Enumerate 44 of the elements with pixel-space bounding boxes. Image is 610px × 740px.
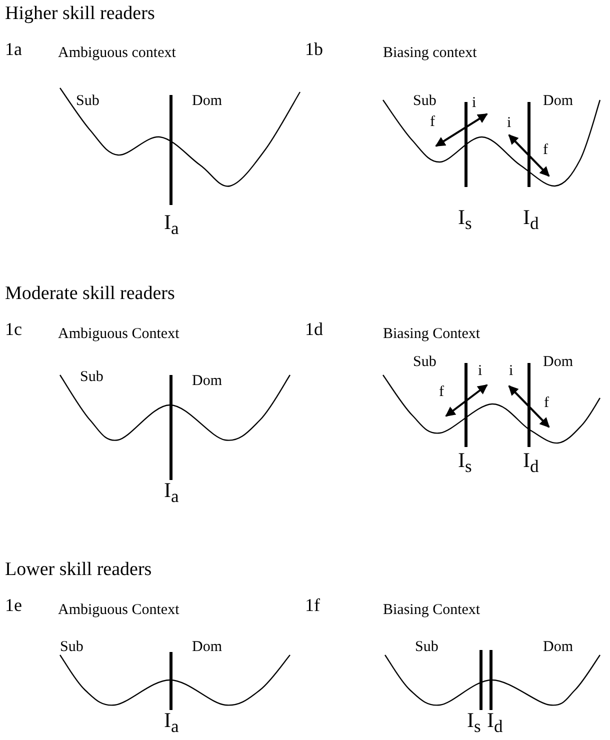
- panel-title: Biasing context: [383, 46, 477, 61]
- arrow-label: i: [478, 364, 482, 379]
- panel-title: Ambiguous Context: [58, 603, 180, 618]
- arrow-label: f: [543, 143, 548, 158]
- basin-label: Sub: [413, 94, 436, 109]
- basin-label: Dom: [192, 640, 222, 655]
- basin-label: Sub: [60, 640, 84, 655]
- panel-title: Biasing Context: [383, 603, 480, 618]
- basin-label: Sub: [80, 370, 104, 385]
- threshold-label: I$_{d}$: [487, 710, 503, 736]
- panel-number: 1e: [5, 596, 22, 614]
- basin-label: Sub: [413, 355, 436, 370]
- arrow-label: f: [439, 385, 444, 400]
- arrow-label: i: [472, 96, 476, 111]
- panel-title: Ambiguous context: [58, 46, 176, 61]
- threshold-label: I$_{s}$: [467, 710, 481, 736]
- threshold-label: I$_{d}$: [523, 450, 539, 476]
- arrow-label: f: [544, 396, 549, 411]
- basin-label: Dom: [543, 94, 573, 109]
- panel-title: Ambiguous Context: [58, 327, 180, 342]
- panel-number: 1b: [305, 40, 323, 58]
- panel-number: 1d: [305, 320, 323, 338]
- panel-number: 1f: [305, 596, 320, 614]
- panel-title: Biasing Context: [383, 327, 480, 342]
- section-heading: Lower skill readers: [5, 560, 152, 579]
- threshold-label: I$_{a}$: [164, 710, 179, 736]
- threshold-label: I$_{a}$: [164, 480, 179, 506]
- threshold-label: I$_{s}$: [458, 207, 472, 233]
- basin-label: Dom: [543, 355, 573, 370]
- section-heading: Moderate skill readers: [5, 284, 175, 303]
- panel-number: 1c: [5, 320, 22, 338]
- basin-label: Dom: [192, 94, 222, 109]
- basin-label: Sub: [415, 640, 438, 655]
- arrow-label: i: [507, 116, 512, 131]
- panel-number: 1a: [5, 40, 22, 58]
- threshold-label: I$_{s}$: [458, 450, 472, 476]
- basin-label: Dom: [543, 640, 573, 655]
- basin-label: Dom: [192, 374, 222, 389]
- arrow-label: f: [430, 115, 435, 130]
- basin-label: Sub: [76, 94, 100, 109]
- threshold-label: I$_{a}$: [164, 212, 179, 238]
- section-heading: Higher skill readers: [5, 4, 155, 23]
- arrow-label: i: [509, 364, 514, 379]
- threshold-label: I$_{d}$: [523, 207, 539, 233]
